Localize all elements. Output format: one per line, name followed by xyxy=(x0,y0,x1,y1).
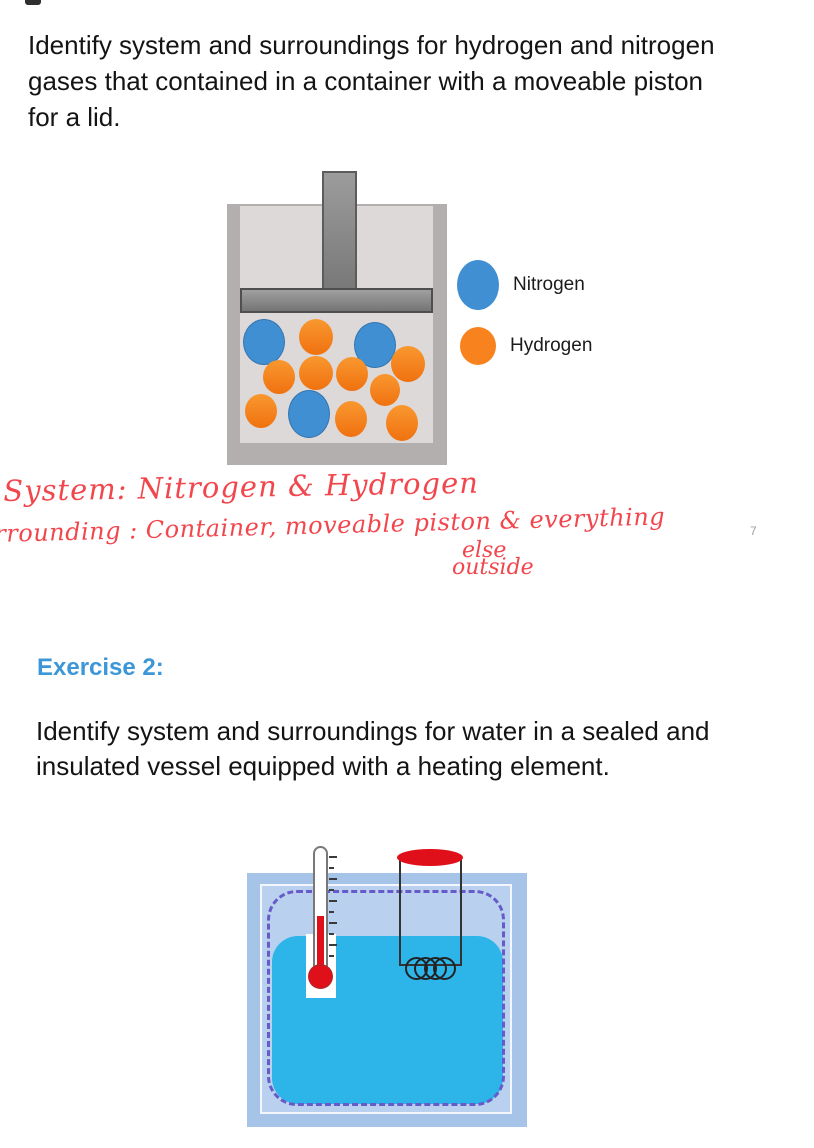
handwritten-surroundings-note: rrounding : Container, moveable piston &… xyxy=(0,502,666,548)
molecule-layer xyxy=(227,171,447,465)
thermometer-tick xyxy=(329,944,337,946)
heater-cap xyxy=(397,849,463,866)
system-boundary-dashed-outline xyxy=(267,890,505,1106)
thermometer-tick xyxy=(329,867,334,869)
hydrogen-molecule xyxy=(336,357,368,391)
thermometer-tick xyxy=(329,933,334,935)
hydrogen-molecule xyxy=(335,401,367,437)
legend-row-hydrogen: Hydrogen xyxy=(460,327,592,365)
hydrogen-molecule-icon xyxy=(460,327,496,365)
thermometer-tick xyxy=(329,922,337,924)
thermometer-tick xyxy=(329,889,334,891)
hydrogen-molecule xyxy=(263,360,295,394)
prompt-line: gases that contained in a container with… xyxy=(28,66,703,96)
heater-right-wire xyxy=(460,857,462,966)
exercise2-prompt: Identify system and surroundings for wat… xyxy=(36,714,710,784)
piston-container-diagram xyxy=(227,171,447,465)
legend-label-nitrogen: Nitrogen xyxy=(513,274,585,295)
thermometer-tick xyxy=(329,856,337,858)
thermometer-ticks xyxy=(329,856,339,970)
thermometer-mercury-column xyxy=(317,916,324,976)
nitrogen-molecule xyxy=(243,319,285,365)
handwritten-surroundings-outside: outside xyxy=(452,555,534,580)
exercise1-prompt: Identify system and surroundings for hyd… xyxy=(28,27,715,135)
nitrogen-molecule xyxy=(288,390,330,438)
thermometer-tick xyxy=(329,955,334,957)
page-number: 7 xyxy=(750,524,757,538)
hydrogen-molecule xyxy=(391,346,425,382)
legend-row-nitrogen: Nitrogen xyxy=(457,260,585,310)
prompt-line: insulated vessel equipped with a heating… xyxy=(36,751,610,781)
hydrogen-molecule xyxy=(299,356,333,390)
coil-turn xyxy=(432,957,456,980)
hydrogen-molecule xyxy=(370,374,400,406)
thermometer-tick xyxy=(329,900,337,902)
handwritten-surroundings-else: else xyxy=(462,538,507,563)
legend-label-hydrogen: Hydrogen xyxy=(510,335,593,356)
prompt-line: for a lid. xyxy=(28,102,121,132)
hydrogen-molecule xyxy=(245,394,277,428)
handwritten-system-note: System: Nitrogen & Hydrogen xyxy=(3,465,480,508)
nitrogen-molecule-icon xyxy=(457,260,499,310)
thermometer-bulb xyxy=(308,964,333,989)
thermometer-tick xyxy=(329,911,334,913)
heating-element-coil xyxy=(405,957,467,981)
insulated-vessel-diagram xyxy=(247,846,527,1127)
prompt-line: Identify system and surroundings for hyd… xyxy=(28,30,715,60)
thermometer-tick xyxy=(329,878,337,880)
piston-plate xyxy=(240,288,433,313)
prompt-line: Identify system and surroundings for wat… xyxy=(36,716,710,746)
exercise2-heading: Exercise 2: xyxy=(37,654,164,681)
cropped-text-fragment xyxy=(25,0,41,5)
hydrogen-molecule xyxy=(299,319,333,355)
heater-left-wire xyxy=(399,857,401,966)
hydrogen-molecule xyxy=(386,405,418,441)
